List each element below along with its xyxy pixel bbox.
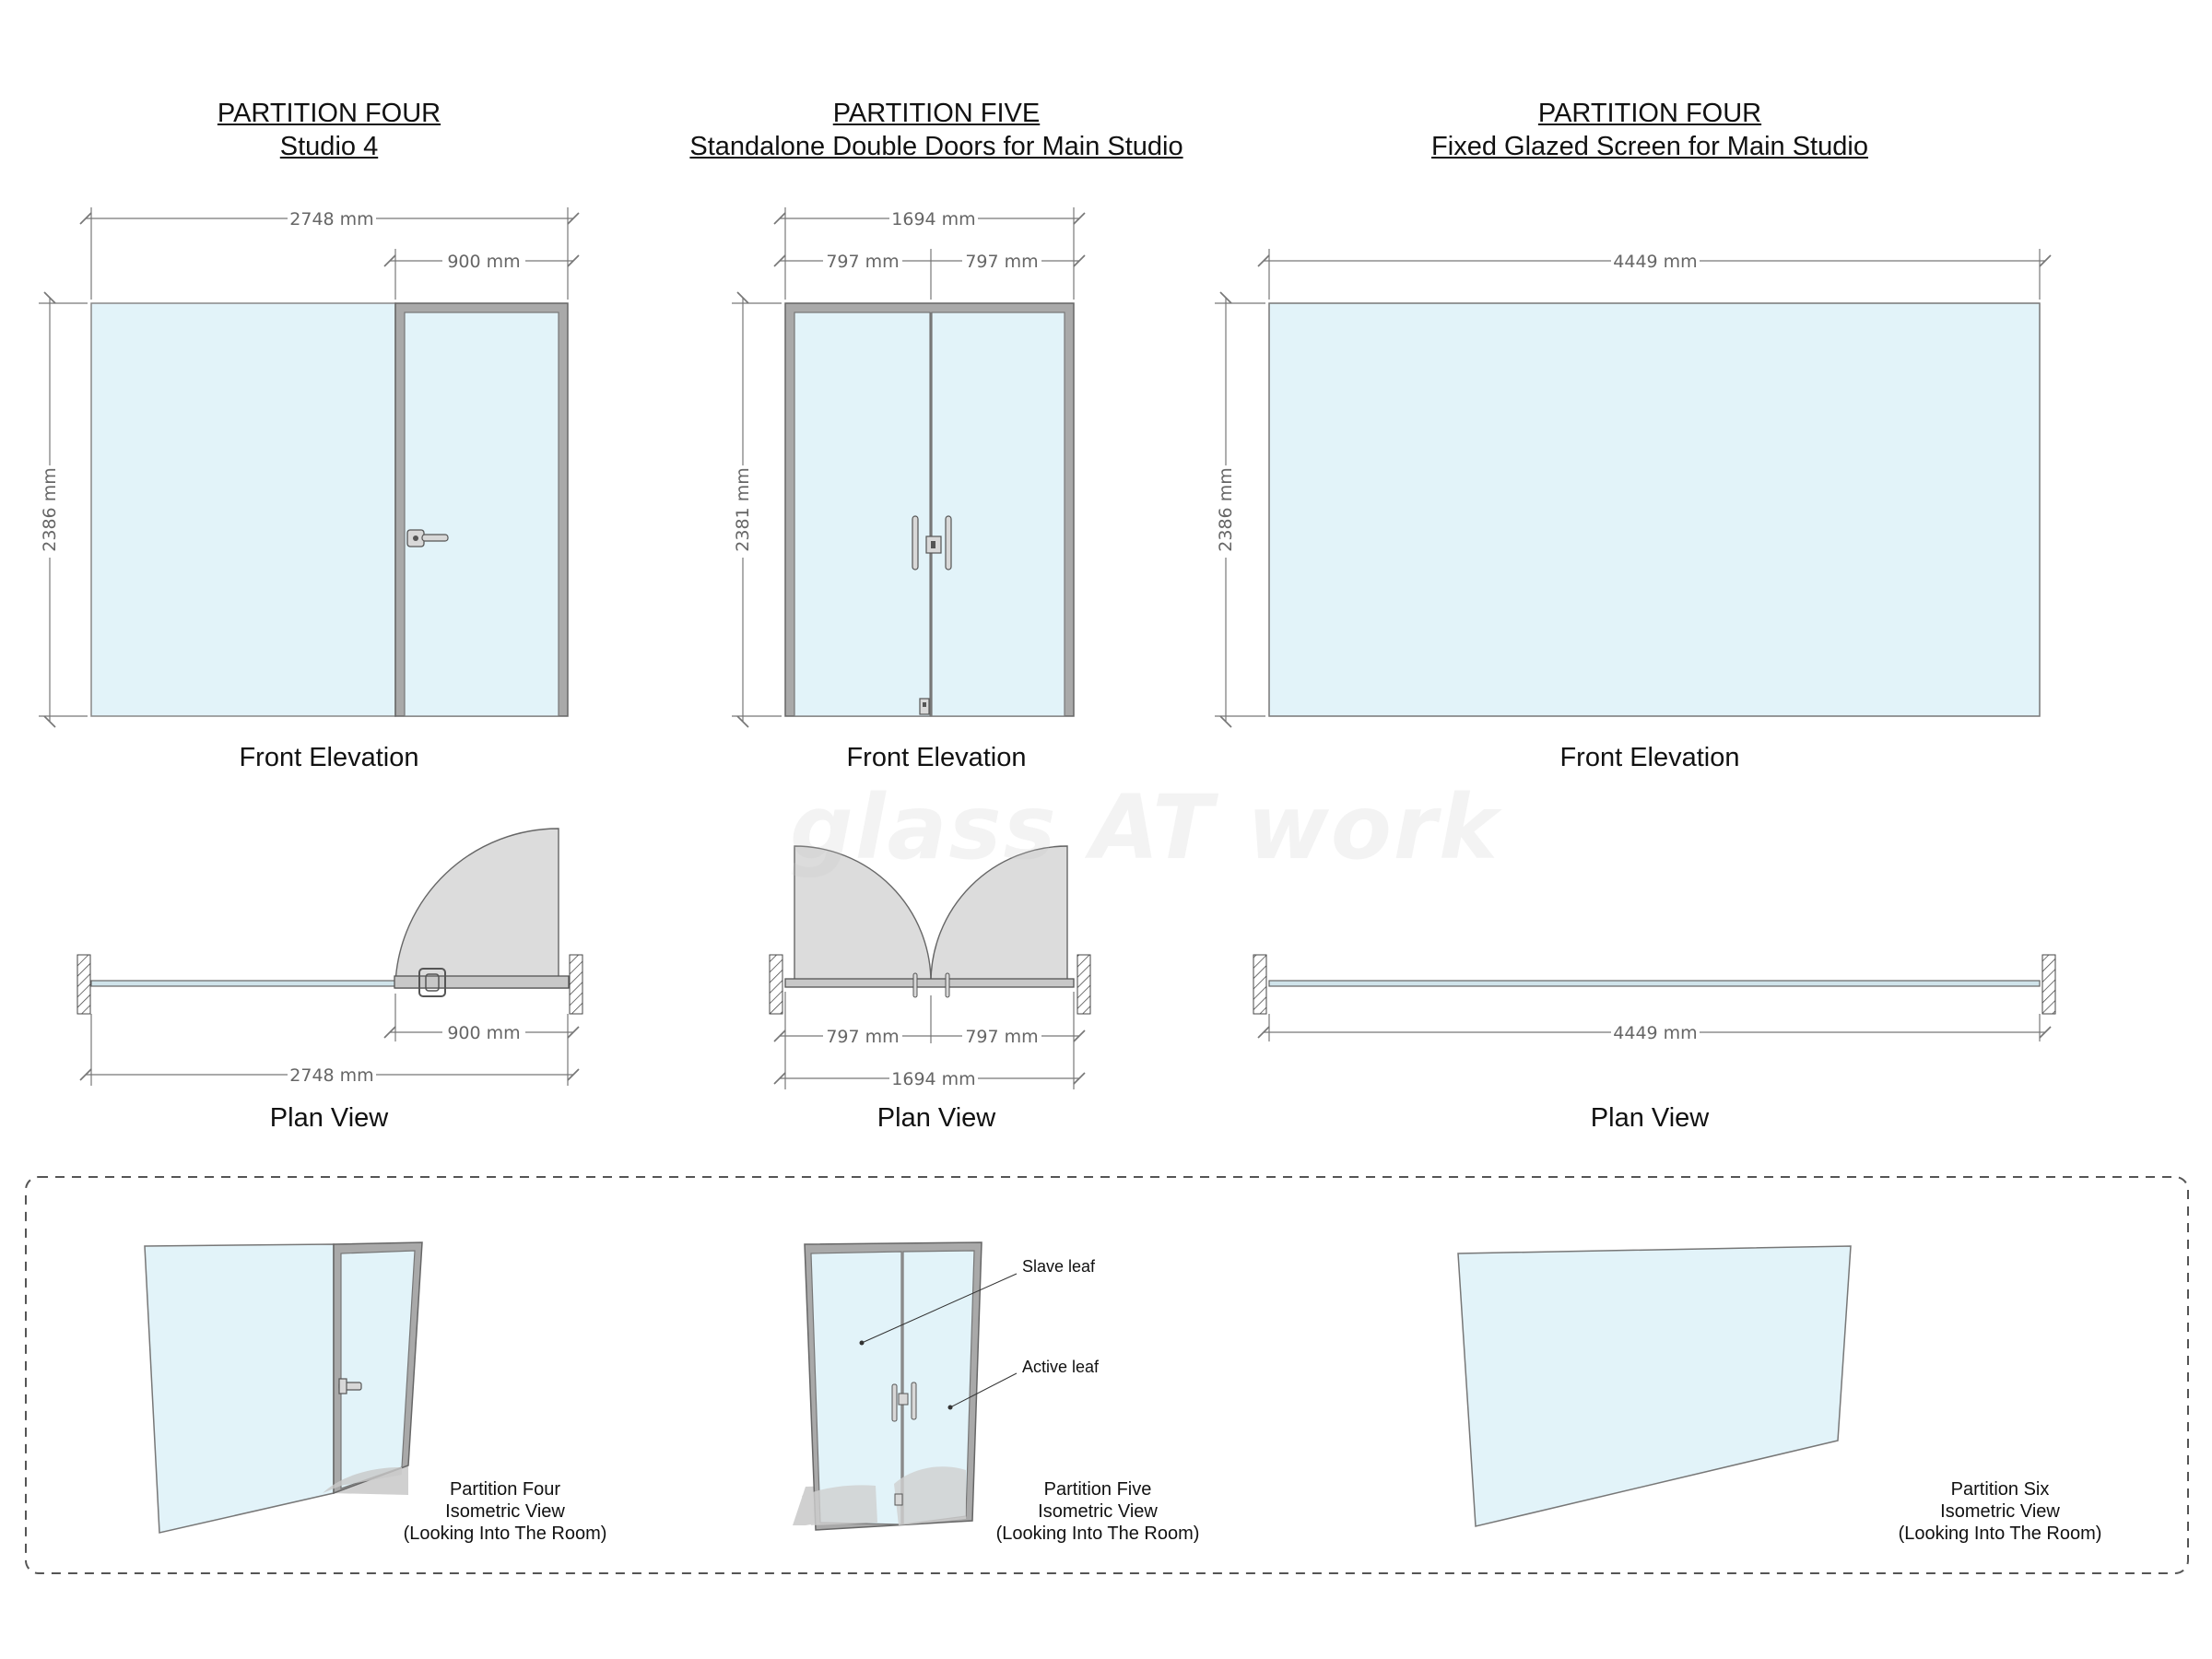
plan-dim-p4-width: 2748 mm <box>289 1065 373 1086</box>
iso-label-3-line3: (Looking Into The Room) <box>1898 1524 2102 1544</box>
section-subheading-3: Fixed Glazed Screen for Main Studio <box>1431 132 1868 161</box>
iso-label-2-line1: Partition Five <box>1043 1479 1152 1500</box>
partition-six-isometric <box>1457 1245 1852 1527</box>
iso-label-1-line3: (Looking Into The Room) <box>403 1524 607 1544</box>
elevation-label-1: Front Elevation <box>239 743 419 772</box>
partition-four-isometric <box>144 1241 423 1534</box>
partition-six-plan <box>1253 954 2056 1015</box>
watermark: glass AT work <box>790 776 1500 879</box>
dim-p5-height: 2381 mm <box>733 467 753 551</box>
plan-dim-p5-leaf-left: 797 mm <box>826 1027 899 1047</box>
iso-label-1: Partition Four Isometric View (Looking I… <box>367 1478 643 1545</box>
plan-label-3: Plan View <box>1590 1103 1710 1133</box>
plan-dim-p5-width: 1694 mm <box>891 1069 975 1089</box>
plan-label-1: Plan View <box>269 1103 389 1133</box>
partition-five-plan <box>769 845 1091 1015</box>
isometric-panel-border <box>25 1176 2189 1574</box>
section-title-2: PARTITION FIVE Standalone Double Doors f… <box>660 97 1213 163</box>
section-heading-3: PARTITION FOUR <box>1537 99 1762 128</box>
section-title-1: PARTITION FOUR Studio 4 <box>145 97 513 163</box>
iso-label-3-line2: Isometric View <box>1940 1501 2060 1522</box>
dim-p4-door: 900 mm <box>447 252 520 272</box>
dim-p5-leaf-left: 797 mm <box>826 252 899 272</box>
floor-bolt-icon <box>919 698 930 715</box>
dim-p5-leaf-right: 797 mm <box>965 252 1038 272</box>
iso-label-1-line2: Isometric View <box>445 1501 565 1522</box>
dim-p6-height: 2386 mm <box>1216 467 1236 551</box>
iso-label-3: Partition Six Isometric View (Looking In… <box>1862 1478 2138 1545</box>
plan-dim-p4-door: 900 mm <box>447 1023 520 1043</box>
partition-five-elevation <box>784 302 1075 717</box>
partition-five-isometric <box>793 1241 1018 1531</box>
dim-p4-width: 2748 mm <box>289 209 373 229</box>
partition-four-elevation <box>90 302 569 717</box>
iso-label-2-line3: (Looking Into The Room) <box>995 1524 1200 1544</box>
dim-p4-height: 2386 mm <box>40 467 60 551</box>
iso-label-2-line2: Isometric View <box>1038 1501 1158 1522</box>
pull-handle-icon <box>912 515 952 571</box>
callout-slave-leaf: Slave leaf <box>1022 1257 1096 1276</box>
dim-p6-width: 4449 mm <box>1613 252 1697 272</box>
plan-label-2: Plan View <box>877 1103 996 1133</box>
section-heading-1: PARTITION FOUR <box>217 99 441 128</box>
elevation-label-2: Front Elevation <box>846 743 1027 772</box>
partition-four-plan <box>76 828 583 1015</box>
callout-active-leaf: Active leaf <box>1022 1358 1100 1376</box>
section-heading-2: PARTITION FIVE <box>832 99 1041 128</box>
iso-label-1-line1: Partition Four <box>449 1479 561 1500</box>
door-handle-icon <box>406 529 449 547</box>
partition-six-elevation <box>1268 302 2041 717</box>
dim-p5-width: 1694 mm <box>891 209 975 229</box>
iso-label-2: Partition Five Isometric View (Looking I… <box>959 1478 1236 1545</box>
iso-label-3-line1: Partition Six <box>1950 1479 2050 1500</box>
elevation-label-3: Front Elevation <box>1559 743 1740 772</box>
section-subheading-2: Standalone Double Doors for Main Studio <box>689 132 1183 161</box>
plan-dim-p6-width: 4449 mm <box>1613 1023 1697 1043</box>
plan-dim-p5-leaf-right: 797 mm <box>965 1027 1038 1047</box>
section-subheading-1: Studio 4 <box>279 132 379 161</box>
section-title-3: PARTITION FOUR Fixed Glazed Screen for M… <box>1373 97 1926 163</box>
